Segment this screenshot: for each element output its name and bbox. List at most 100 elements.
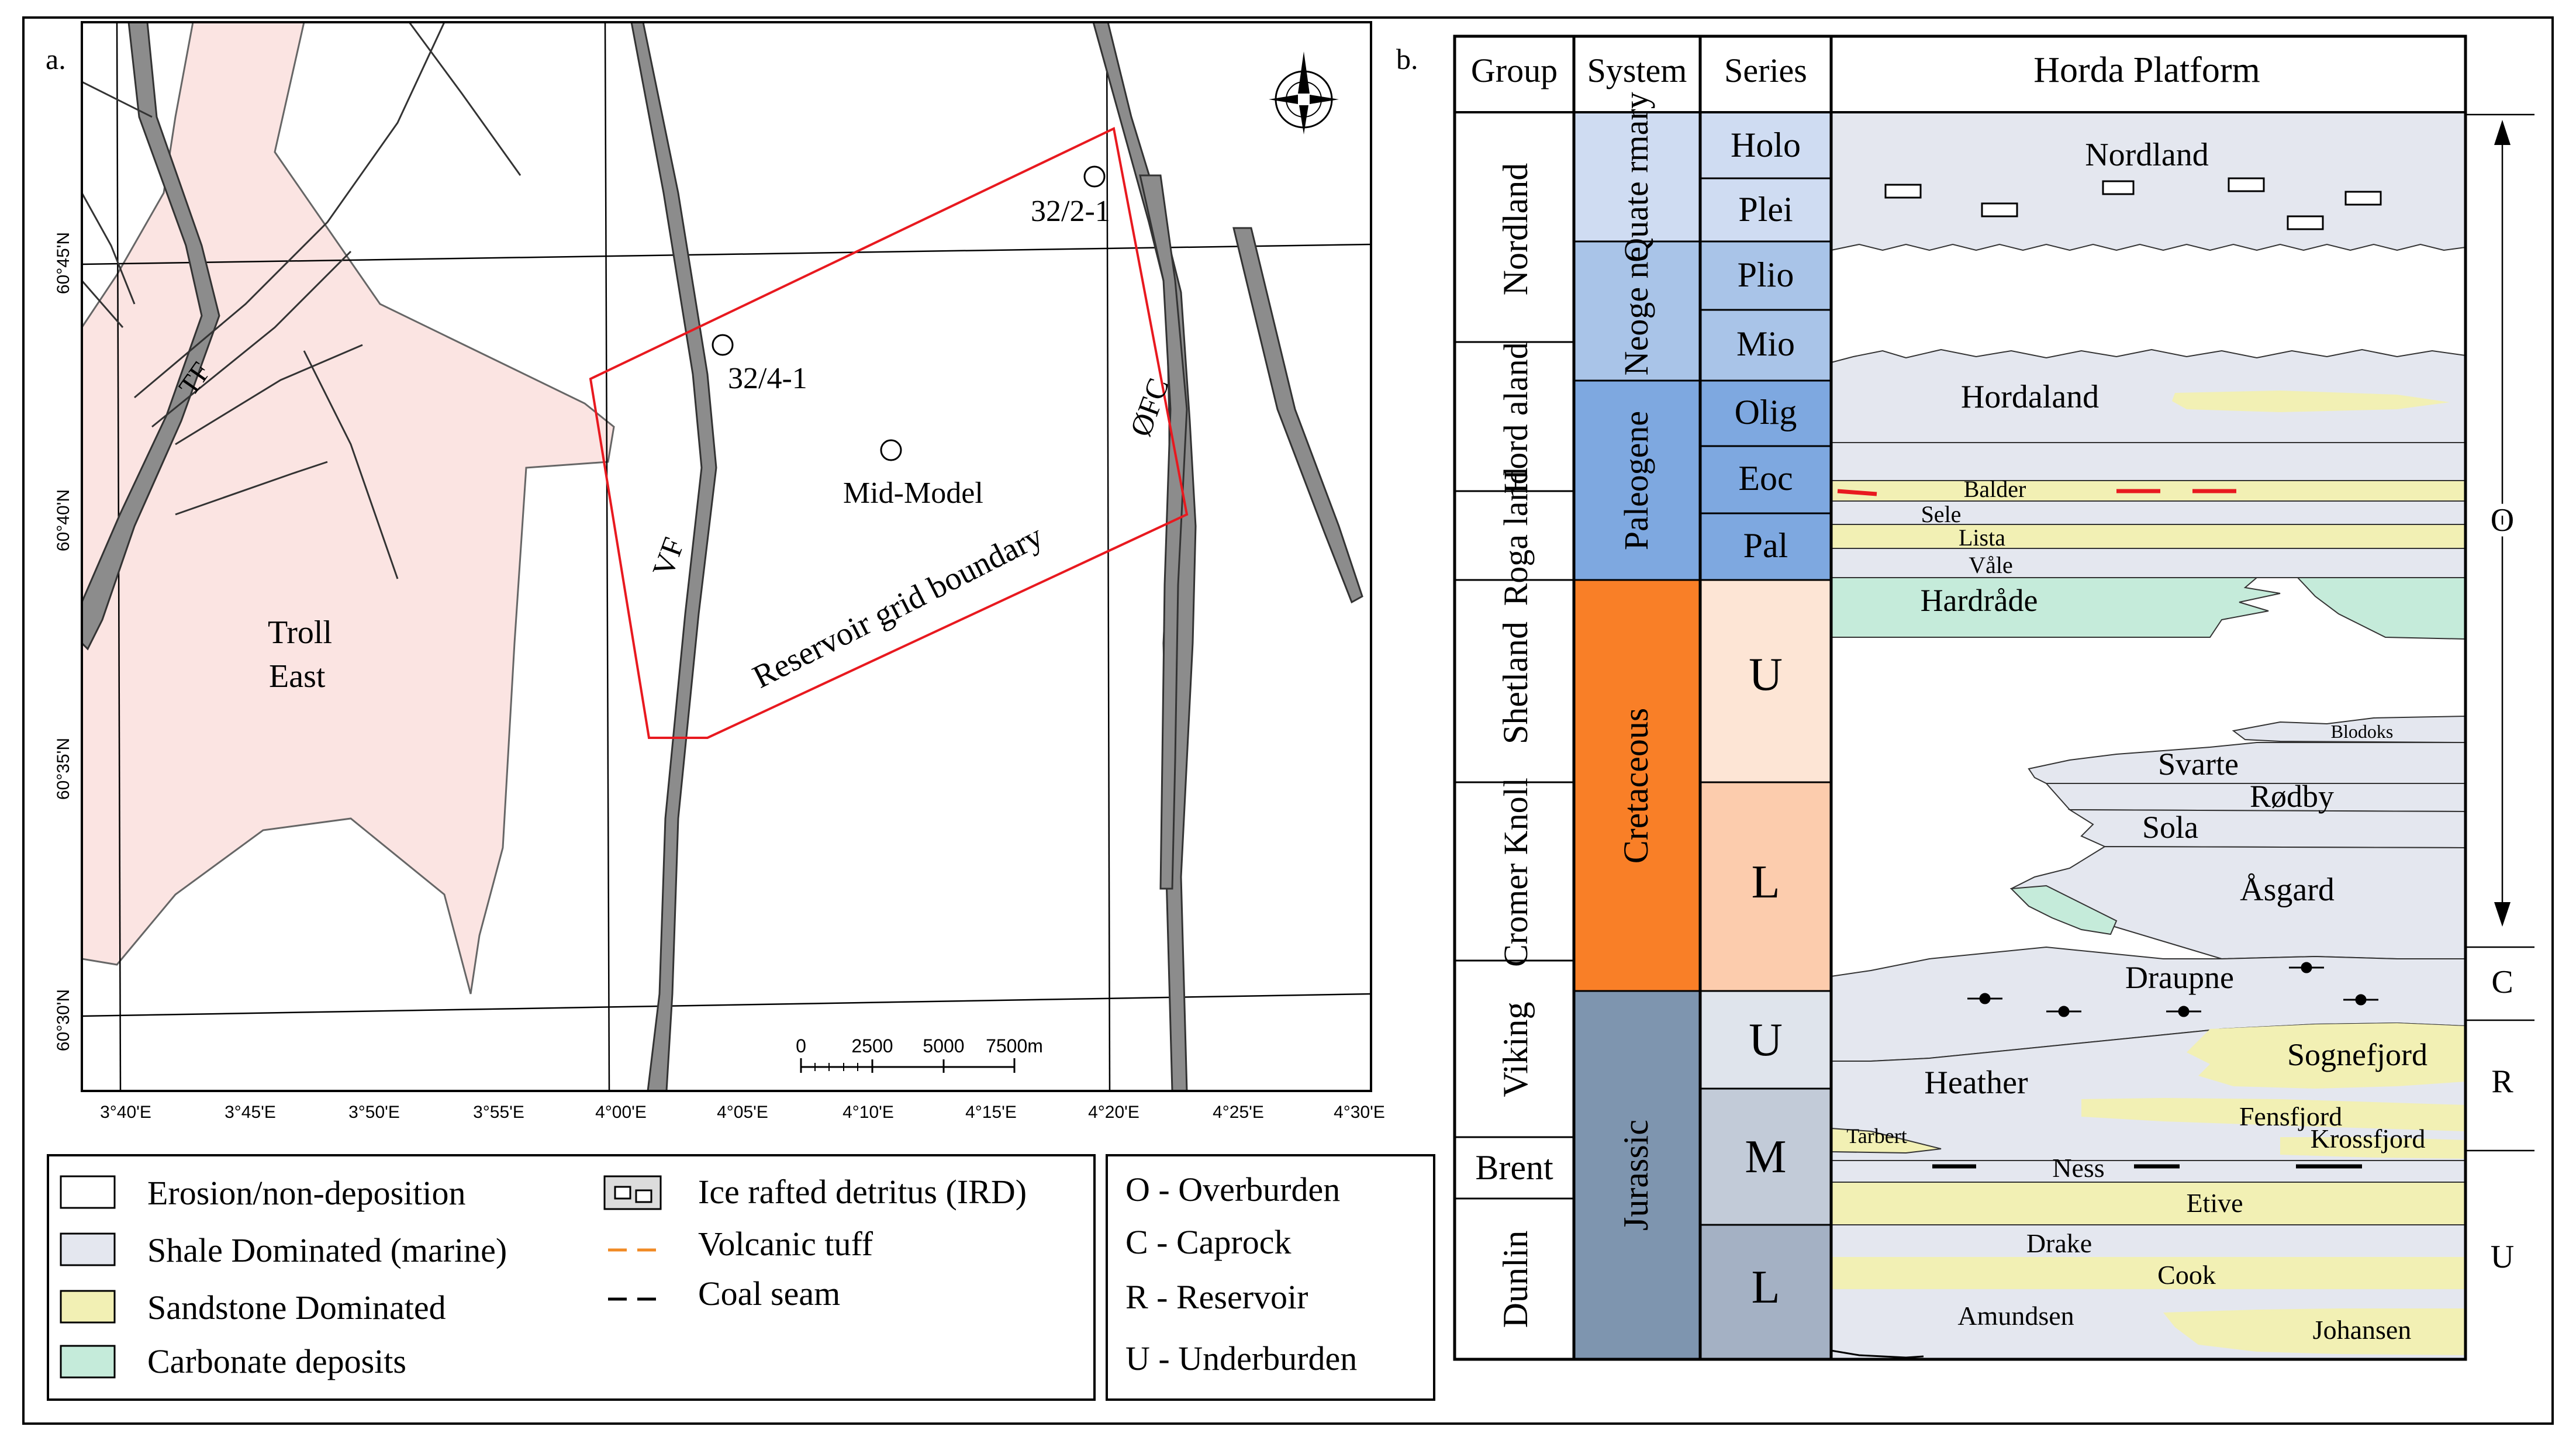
lon-label: 4°10'E [842, 1103, 894, 1122]
ofc-thick-segment [1139, 174, 1188, 890]
system-labels: Quate rmary Neoge ne Paleogene Cretaceou… [1617, 92, 1655, 1231]
panel-a: a. [46, 21, 1385, 1122]
north-arrow [1269, 51, 1339, 134]
formation-heather: Heather [1924, 1065, 2028, 1101]
formation-nordland: Nordland [2085, 137, 2209, 173]
zone-letters: O C R U [2485, 497, 2519, 1275]
troll-east-field [82, 22, 615, 994]
litho-hordaland-sand [2172, 391, 2450, 412]
panel-a-label: a. [46, 43, 66, 75]
lat-label: 60°30'N [54, 989, 73, 1051]
litho-sola [2067, 809, 2466, 849]
series-eoc-fill [1700, 446, 1831, 513]
series-holo-fill [1700, 112, 1831, 178]
zone-arrow-up [2494, 120, 2511, 145]
system-paleogene: Paleogene [1617, 411, 1655, 550]
series-plei-fill [1700, 178, 1831, 241]
formation-lista: Lista [1959, 524, 2005, 551]
legend-zone-reservoir: R - Reservoir [1125, 1278, 1308, 1316]
figure-frame [22, 16, 2554, 1425]
litho-krossfjord-sand [2280, 1137, 2465, 1159]
litho-cook-sand [1831, 1257, 2465, 1289]
series-cret-upper: U [1749, 649, 1783, 700]
series-jur-lower: L [1752, 1262, 1780, 1313]
group-hordaland: Hord aland [1497, 342, 1535, 493]
system-neogene-fill [1574, 241, 1700, 381]
draupne-dot-symbols [1967, 962, 2378, 1017]
formation-tarbert: Tarbert [1846, 1124, 1907, 1148]
litho-sognefjord-sand [2187, 1023, 2465, 1089]
formation-sognefjord: Sognefjord [2287, 1037, 2427, 1072]
lon-label: 3°45'E [225, 1103, 276, 1122]
litho-hordaland-shale [1831, 348, 2466, 443]
legend-label-shale: Shale Dominated (marine) [147, 1231, 507, 1269]
mid-model-marker [880, 439, 902, 461]
litho-hardrade-carbonate-east [2296, 577, 2466, 640]
scale-label-5000: 5000 [923, 1035, 964, 1056]
map-frame [81, 21, 1372, 1092]
series-jur-middle: M [1745, 1131, 1786, 1183]
system-neogene: Neoge ne [1617, 247, 1655, 376]
lon-label: 3°50'E [348, 1103, 400, 1122]
group-shetland: Shetland [1496, 621, 1535, 744]
legend-label-erosion: Erosion/non-deposition [147, 1174, 466, 1212]
series-pal: Pal [1743, 526, 1788, 565]
group-dunlin: Dunlin [1496, 1231, 1535, 1328]
formation-svarte: Svarte [2158, 747, 2239, 782]
lat-label: 60°35'N [54, 738, 73, 800]
formation-rodby: Rødby [2250, 779, 2334, 814]
mid-model-label: Mid-Model [843, 476, 983, 510]
volcanic-tuff-marks [1837, 489, 2236, 496]
zone-indicators [2465, 113, 2534, 1152]
series-eoc: Eoc [1738, 459, 1793, 498]
system-jurassic: Jurassic [1617, 1120, 1655, 1231]
lon-label: 4°25'E [1213, 1103, 1264, 1122]
series-jur-upper-fill [1700, 991, 1831, 1089]
zone-c: C [2491, 964, 2513, 1000]
group-nordland: Nordland [1496, 163, 1535, 296]
series-cret-lower-fill [1700, 782, 1831, 991]
lithology-column [1831, 112, 2466, 1360]
series-plio: Plio [1738, 255, 1794, 294]
series-olig-fill [1700, 381, 1831, 446]
lon-label: 4°20'E [1088, 1103, 1139, 1122]
group-rogaland: Roga land [1497, 468, 1535, 606]
legend-box-main [47, 1154, 1096, 1401]
litho-ness [1831, 1160, 2466, 1183]
lon-label: 3°40'E [100, 1103, 151, 1122]
minor-faults [82, 22, 522, 579]
zone-o: O [2491, 502, 2514, 538]
system-quaternary-fill [1574, 112, 1700, 241]
lon-label: 4°05'E [717, 1103, 768, 1122]
troll-east-label-line2: East [269, 658, 326, 695]
litho-base-line [1831, 1349, 1924, 1359]
zone-r: R [2491, 1063, 2513, 1100]
formation-vale: Våle [1969, 552, 2013, 578]
formation-balder: Balder [1964, 476, 2026, 502]
group-cromer-knoll: Cromer Knoll [1497, 778, 1535, 967]
legend-label-ird: Ice rafted detritus (IRD) [698, 1173, 1027, 1211]
formation-johansen: Johansen [2313, 1315, 2412, 1345]
series-mio: Mio [1736, 324, 1795, 363]
lat-label: 60°45'N [54, 232, 73, 294]
lon-label: 4°00'E [595, 1103, 647, 1122]
lon-label: 3°55'E [473, 1103, 524, 1122]
series-pal-fill [1700, 513, 1831, 580]
legend-zone-underburden: U - Underburden [1125, 1339, 1357, 1377]
series-labels: Holo Plei Plio Mio Olig Eoc Pal U L U M … [1731, 126, 1801, 1313]
scale-label-7500m: 7500m [986, 1035, 1043, 1056]
zone-arrow-down [2494, 902, 2511, 927]
map: 32/2-1 32/4-1 Mid-Model TF VF ØFC Troll … [82, 22, 1371, 1091]
legend: Erosion/non-deposition Shale Dominated (… [47, 1154, 1435, 1401]
legend-box-zones [1106, 1154, 1435, 1401]
lon-label: 4°15'E [965, 1103, 1017, 1122]
series-cret-lower: L [1752, 857, 1780, 908]
header-series: Series [1724, 51, 1807, 89]
litho-nordland-shale [1831, 112, 2466, 251]
litho-upper-paleogene-shale [1831, 442, 2466, 481]
group-brent: Brent [1475, 1148, 1553, 1187]
well-32-4-1-marker [712, 334, 734, 356]
formation-draupne: Draupne [2125, 960, 2234, 995]
legend-swatch-shale [60, 1232, 116, 1266]
system-quaternary: Quate rmary [1617, 92, 1655, 262]
